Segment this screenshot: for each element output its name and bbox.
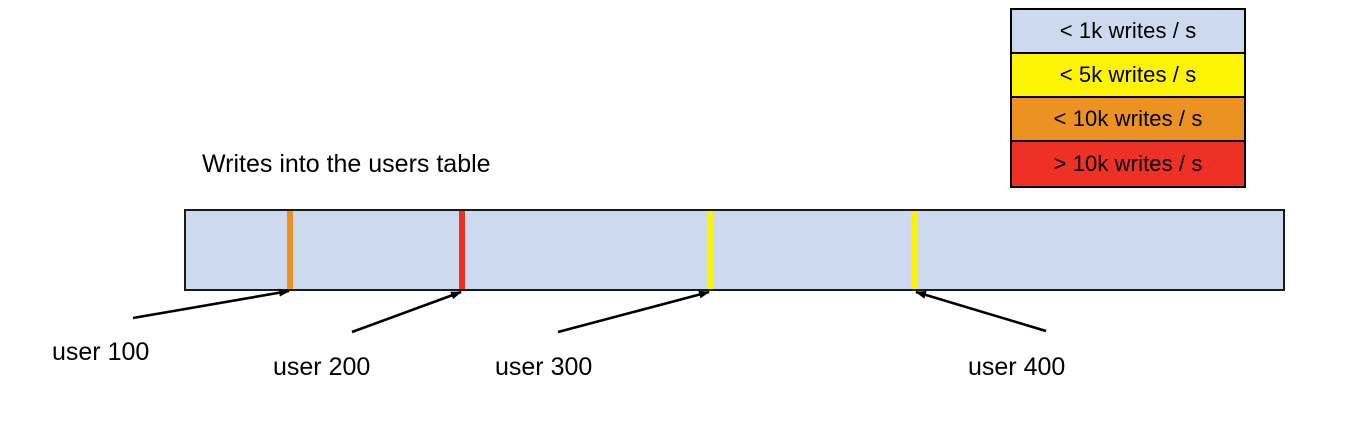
legend-item-label: < 1k writes / s	[1059, 18, 1197, 43]
callout-user-300-arrow	[557, 290, 710, 334]
stripe-user-400[interactable]	[911, 211, 917, 289]
users-table-bar[interactable]	[184, 209, 1285, 291]
legend-item-label: < 5k writes / s	[1059, 62, 1197, 87]
callout-user-300-label: user 300	[495, 353, 593, 381]
legend-item-3: > 10k writes / s	[1012, 142, 1244, 186]
legend-item-1: < 5k writes / s	[1012, 54, 1244, 98]
callout-user-200-arrow	[351, 290, 462, 334]
legend-item-label: > 10k writes / s	[1053, 151, 1203, 176]
stripe-user-200[interactable]	[459, 211, 465, 289]
stripe-user-100[interactable]	[287, 211, 293, 289]
stripe-user-300[interactable]	[707, 211, 713, 289]
legend-item-label: < 10k writes / s	[1053, 106, 1203, 131]
callout-user-400-arrow	[915, 290, 1047, 333]
callout-user-200-label: user 200	[273, 353, 371, 381]
callout-user-100-arrow	[132, 288, 290, 320]
legend-item-0: < 1k writes / s	[1012, 10, 1244, 54]
callout-user-100-label: user 100	[52, 338, 150, 366]
legend-item-2: < 10k writes / s	[1012, 98, 1244, 142]
write-rate-legend: < 1k writes / s < 5k writes / s < 10k writ…	[1010, 8, 1246, 188]
page-title: Writes into the users table	[202, 150, 491, 178]
callout-user-400-label: user 400	[968, 353, 1066, 381]
